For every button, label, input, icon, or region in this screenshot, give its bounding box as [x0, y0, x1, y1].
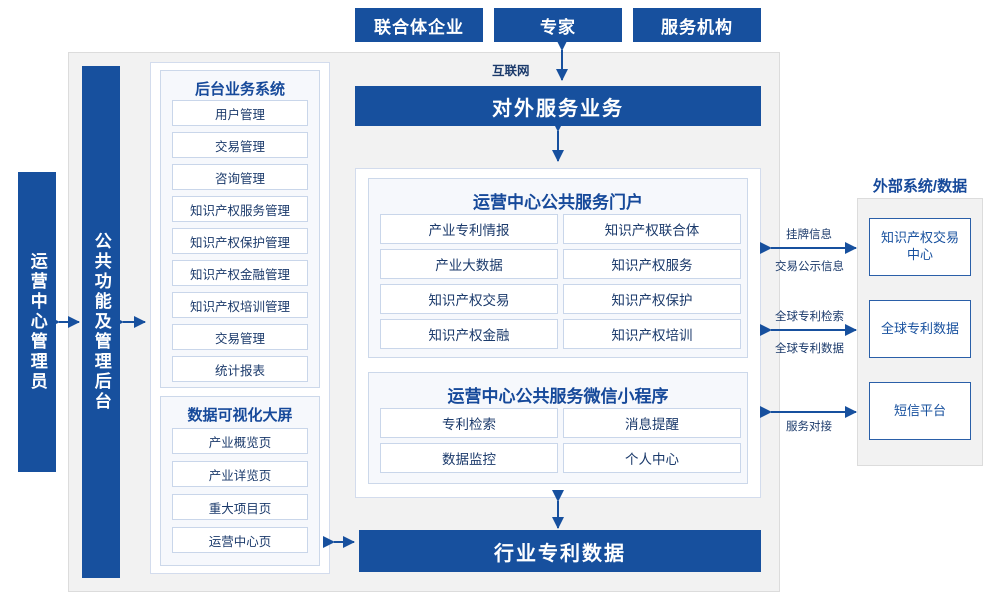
backend-system-item-label: 知识产权服务管理: [189, 203, 290, 218]
data-visualization-item-label: 产业概览页: [208, 435, 272, 450]
backend-system-item-label: 交易管理: [214, 331, 265, 346]
backend-system-item-7[interactable]: 交易管理: [172, 324, 308, 350]
admin-to-common-arrow: [48, 316, 80, 328]
data-visualization-item-label: 运营中心页: [208, 534, 272, 549]
external-link-label-2: 全球专利检索: [775, 311, 844, 323]
top-entity-label: 联合体企业: [374, 17, 464, 37]
internet-label: 互联网: [492, 64, 530, 78]
left-bar-admin[interactable]: 运营中心管理员: [18, 172, 56, 472]
top-entity-label: 服务机构: [661, 17, 733, 37]
data-visualization-item-label: 产业详览页: [208, 468, 272, 483]
portal-item-7[interactable]: 知识产权培训: [563, 319, 741, 349]
external-arrow-sms: [760, 406, 857, 418]
external-system-item-1[interactable]: 全球专利数据: [869, 300, 971, 358]
external-service-banner-label: 对外服务业务: [492, 97, 624, 120]
external-systems-title: 外部系统/数据: [872, 178, 968, 195]
portal-item-3[interactable]: 知识产权服务: [563, 249, 741, 279]
miniprogram-title: 运营中心公共服务微信小程序: [447, 387, 669, 406]
left-bar-admin-label: 运营中心管理员: [27, 252, 47, 392]
data-visualization-item-label: 重大项目页: [208, 501, 272, 516]
portal-item-label: 知识产权交易: [428, 293, 510, 308]
external-link-label-0: 挂牌信息: [786, 229, 832, 241]
external-link-label-3: 全球专利数据: [775, 343, 844, 355]
external-arrow-trading-center: [760, 242, 857, 254]
backend-system-item-label: 咨询管理: [214, 171, 265, 186]
portal-item-label: 知识产权金融: [428, 328, 510, 343]
miniprogram-item-label: 消息提醒: [625, 417, 679, 432]
portal-item-label: 知识产权服务: [611, 258, 693, 273]
portal-item-label: 产业专利情报: [428, 223, 510, 238]
backend-system-item-2[interactable]: 咨询管理: [172, 164, 308, 190]
backend-system-item-1[interactable]: 交易管理: [172, 132, 308, 158]
internet-arrow: [556, 39, 568, 81]
services-to-patent-arrow: [552, 490, 564, 529]
external-link-label-4: 服务对接: [786, 421, 832, 433]
external-system-item-label: 知识产权交易中心: [880, 230, 959, 262]
portal-item-label: 产业大数据: [435, 258, 503, 273]
miniprogram-item-label: 数据监控: [442, 452, 496, 467]
portal-item-label: 知识产权保护: [611, 293, 693, 308]
backend-system-title: 后台业务系统: [194, 81, 285, 98]
miniprogram-item-label: 个人中心: [625, 452, 679, 467]
portal-item-6[interactable]: 知识产权金融: [380, 319, 558, 349]
portal-item-4[interactable]: 知识产权交易: [380, 284, 558, 314]
portal-item-label: 知识产权培训: [611, 328, 693, 343]
common-to-backend-arrow: [112, 316, 146, 328]
data-visualization-item-1[interactable]: 产业详览页: [172, 461, 308, 487]
left-bar-common-functions-label: 公共功能及管理后台: [91, 232, 111, 412]
data-visualization-item-2[interactable]: 重大项目页: [172, 494, 308, 520]
external-system-item-2[interactable]: 短信平台: [869, 382, 971, 440]
external-system-item-label: 短信平台: [893, 402, 946, 418]
external-system-item-label: 全球专利数据: [880, 320, 959, 336]
data-visualization-item-0[interactable]: 产业概览页: [172, 428, 308, 454]
miniprogram-item-0[interactable]: 专利检索: [380, 408, 558, 438]
backend-system-item-8[interactable]: 统计报表: [172, 356, 308, 382]
visualization-to-patent-arrow: [323, 536, 355, 548]
banner-portal-arrow: [552, 120, 564, 162]
backend-system-item-6[interactable]: 知识产权培训管理: [172, 292, 308, 318]
miniprogram-item-1[interactable]: 消息提醒: [563, 408, 741, 438]
industry-patent-banner[interactable]: 行业专利数据: [359, 530, 761, 572]
backend-system-item-4[interactable]: 知识产权保护管理: [172, 228, 308, 254]
portal-item-1[interactable]: 知识产权联合体: [563, 214, 741, 244]
top-entity-label: 专家: [540, 17, 576, 37]
external-link-label-1: 交易公示信息: [775, 261, 844, 273]
data-visualization-item-3[interactable]: 运营中心页: [172, 527, 308, 553]
backend-system-item-label: 用户管理: [214, 107, 265, 122]
portal-item-2[interactable]: 产业大数据: [380, 249, 558, 279]
miniprogram-item-3[interactable]: 个人中心: [563, 443, 741, 473]
miniprogram-item-label: 专利检索: [442, 417, 496, 432]
portal-item-0[interactable]: 产业专利情报: [380, 214, 558, 244]
backend-system-item-label: 知识产权金融管理: [189, 267, 290, 282]
backend-system-item-label: 交易管理: [214, 139, 265, 154]
top-entity-box-1[interactable]: 专家: [494, 8, 622, 42]
portal-title: 运营中心公共服务门户: [473, 193, 643, 212]
backend-system-item-5[interactable]: 知识产权金融管理: [172, 260, 308, 286]
backend-system-item-0[interactable]: 用户管理: [172, 100, 308, 126]
miniprogram-item-2[interactable]: 数据监控: [380, 443, 558, 473]
external-arrow-global-patent: [760, 324, 857, 336]
backend-system-item-label: 知识产权保护管理: [189, 235, 290, 250]
backend-system-item-3[interactable]: 知识产权服务管理: [172, 196, 308, 222]
external-service-banner[interactable]: 对外服务业务: [355, 86, 761, 126]
portal-item-label: 知识产权联合体: [604, 223, 700, 238]
data-visualization-title: 数据可视化大屏: [187, 407, 293, 424]
external-system-item-0[interactable]: 知识产权交易中心: [869, 218, 971, 276]
portal-item-5[interactable]: 知识产权保护: [563, 284, 741, 314]
industry-patent-banner-label: 行业专利数据: [494, 542, 626, 565]
top-entity-box-0[interactable]: 联合体企业: [355, 8, 483, 42]
backend-system-item-label: 统计报表: [214, 363, 265, 378]
top-entity-box-2[interactable]: 服务机构: [633, 8, 761, 42]
backend-system-item-label: 知识产权培训管理: [189, 299, 290, 314]
left-bar-common-functions[interactable]: 公共功能及管理后台: [82, 66, 120, 578]
